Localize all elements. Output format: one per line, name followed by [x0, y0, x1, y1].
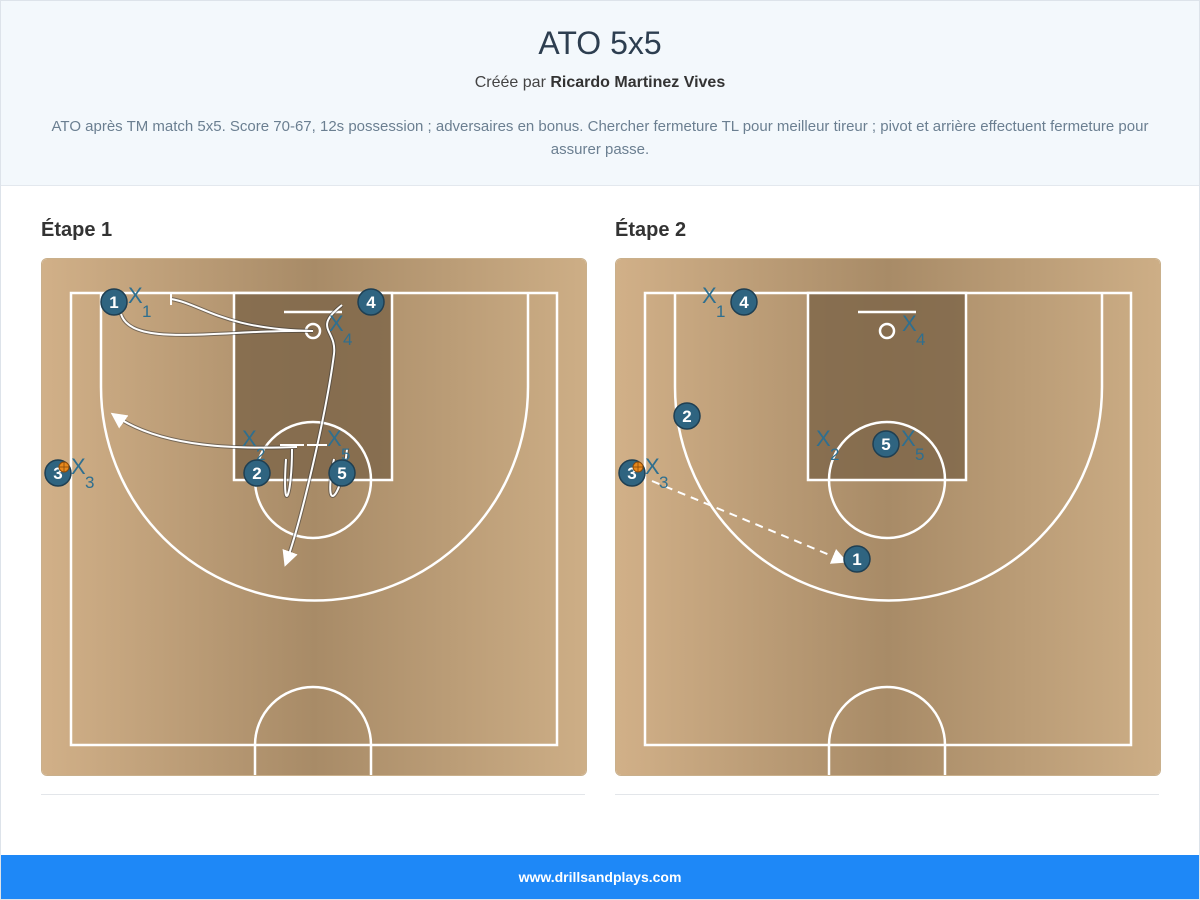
defender-number: 1 — [716, 302, 725, 321]
defender-x-mark: X — [702, 283, 717, 308]
player-1[interactable]: 1 — [843, 545, 871, 573]
player-5[interactable]: 5 — [872, 430, 900, 458]
step-1-title: Étape 1 — [41, 219, 113, 241]
defender-number: 4 — [343, 330, 352, 349]
defender-x-mark: X — [242, 426, 257, 451]
defender-number: 2 — [256, 445, 265, 464]
author-line: Créée par Ricardo Martinez Vives — [1, 74, 1199, 92]
play-description: ATO après TM match 5x5. Score 70-67, 12s… — [51, 118, 1149, 158]
player-4[interactable]: 4 — [357, 288, 385, 316]
basketball-icon — [58, 461, 70, 473]
player-circle — [843, 545, 871, 573]
player-2[interactable]: 2 — [243, 459, 271, 487]
player-circle — [243, 459, 271, 487]
player-number: 4 — [739, 293, 749, 312]
created-by-label: Créée par — [474, 74, 551, 91]
player-4[interactable]: 4 — [730, 288, 758, 316]
player-number: 5 — [881, 435, 890, 454]
defender-5: X5 — [901, 426, 924, 464]
defender-3: X3 — [71, 454, 94, 492]
player-3[interactable]: 3 — [44, 459, 72, 487]
player-1[interactable]: 1 — [100, 288, 128, 316]
player-5[interactable]: 5 — [328, 459, 356, 487]
defender-number: 4 — [916, 330, 925, 349]
step-1-divider — [41, 794, 585, 795]
defender-5: X5 — [327, 426, 350, 464]
player-circle — [100, 288, 128, 316]
defender-x-mark: X — [901, 426, 916, 451]
defender-number: 5 — [915, 445, 924, 464]
step-2-offense: 4 2 3 5 1 — [618, 288, 900, 573]
step-1-offense: 1 4 3 2 5 — [44, 288, 385, 487]
play-title: ATO 5x5 — [538, 25, 662, 61]
defender-4: X4 — [902, 311, 925, 349]
defender-3: X3 — [645, 454, 668, 492]
defender-x-mark: X — [816, 426, 831, 451]
player-number: 1 — [109, 293, 118, 312]
defender-x-mark: X — [128, 283, 143, 308]
player-circle — [357, 288, 385, 316]
step-2-pass-line — [651, 480, 848, 564]
player-number: 2 — [252, 464, 261, 483]
defender-number: 1 — [142, 302, 151, 321]
defender-x-mark: X — [645, 454, 660, 479]
step-2-title: Étape 2 — [615, 219, 687, 241]
defender-number: 3 — [85, 473, 94, 492]
defender-2: X2 — [816, 426, 839, 464]
player-number: 2 — [682, 407, 691, 426]
defender-x-mark: X — [71, 454, 86, 479]
defender-2: X2 — [242, 426, 265, 464]
player-number: 4 — [366, 293, 376, 312]
defender-number: 2 — [830, 445, 839, 464]
defender-x-mark: X — [902, 311, 917, 336]
defender-x-mark: X — [327, 426, 342, 451]
player-circle — [673, 402, 701, 430]
player-2[interactable]: 2 — [673, 402, 701, 430]
step-1-movements — [110, 293, 349, 567]
step-2-divider — [615, 794, 1159, 795]
footer-site-link[interactable]: www.drillsandplays.com — [1, 855, 1199, 899]
player-number: 5 — [337, 464, 346, 483]
player-number: 1 — [852, 550, 861, 569]
defender-x-mark: X — [329, 311, 344, 336]
player-circle — [872, 430, 900, 458]
player-3[interactable]: 3 — [618, 459, 646, 487]
defender-1: X1 — [128, 283, 151, 321]
defender-4: X4 — [329, 311, 352, 349]
author-name: Ricardo Martinez Vives — [550, 74, 726, 91]
player-circle — [730, 288, 758, 316]
defender-number: 5 — [341, 445, 350, 464]
player-circle — [328, 459, 356, 487]
basketball-icon — [632, 461, 644, 473]
player-number: 3 — [627, 464, 636, 483]
player-number: 3 — [53, 464, 62, 483]
play-header: ATO 5x5 Créée par Ricardo Martinez Vives… — [1, 1, 1199, 186]
defender-number: 3 — [659, 473, 668, 492]
defender-1: X1 — [702, 283, 725, 321]
